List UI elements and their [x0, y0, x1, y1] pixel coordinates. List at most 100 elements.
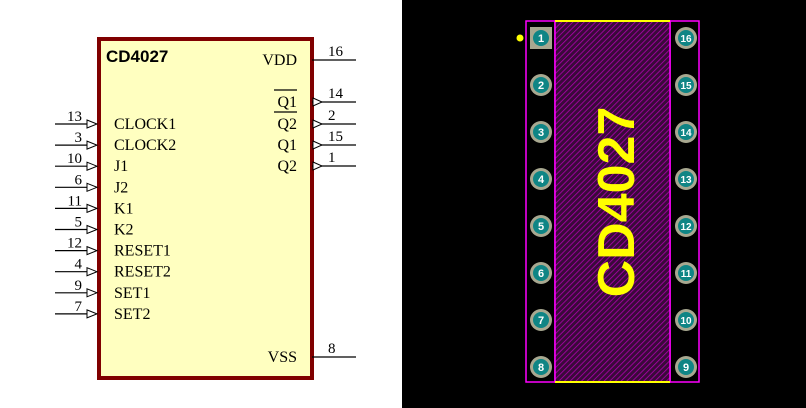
pad-hole: [533, 312, 549, 328]
pad-number: 2: [538, 80, 544, 92]
pad[interactable]: 4: [530, 168, 552, 190]
pad[interactable]: 1: [530, 27, 552, 49]
pad-number: 11: [681, 269, 692, 280]
pad[interactable]: 12: [675, 215, 697, 237]
pin-name: Q2: [277, 158, 297, 175]
part-name-label: CD4027: [106, 47, 168, 66]
input-arrow-icon: [86, 161, 99, 171]
pad-number: 7: [538, 315, 544, 327]
left-pin[interactable]: 6 J2: [55, 172, 128, 196]
pad-hole: [678, 171, 694, 187]
input-arrow-icon: [86, 245, 99, 256]
pad[interactable]: 13: [675, 168, 697, 190]
pin-number: 4: [75, 257, 83, 273]
left-pin[interactable]: 3 CLOCK2: [55, 130, 176, 154]
component-body[interactable]: [97, 37, 314, 380]
pin-name: SET1: [114, 285, 150, 302]
pad-hole: [533, 77, 549, 93]
pad-hole: [533, 218, 549, 234]
left-pin[interactable]: 9 SET1: [55, 278, 150, 302]
pin-name: SET2: [114, 306, 150, 323]
output-arrow-icon: [312, 140, 324, 150]
pad[interactable]: 10: [675, 309, 697, 331]
pad[interactable]: 5: [530, 215, 552, 237]
input-arrow-icon: [86, 288, 99, 298]
pin-name: VSS: [268, 349, 297, 366]
pin-number: 8: [328, 341, 336, 357]
pad-number: 1: [538, 33, 544, 45]
pad[interactable]: 8: [530, 356, 552, 378]
pad-hole: [533, 359, 549, 375]
pad-number: 8: [538, 362, 544, 374]
pin-number: 6: [75, 172, 83, 188]
pad[interactable]: 14: [675, 121, 697, 143]
pin-number: 11: [68, 193, 82, 209]
left-pin[interactable]: 5 K2: [55, 215, 134, 239]
pad[interactable]: 7: [530, 309, 552, 331]
pin-number: 9: [75, 278, 83, 294]
right-pin[interactable]: 2Q2: [274, 108, 356, 133]
pin-number: 3: [75, 130, 83, 146]
pad[interactable]: 16: [675, 27, 697, 49]
pad-hole: [533, 171, 549, 187]
pad[interactable]: 6: [530, 262, 552, 284]
pad-hole: [678, 77, 694, 93]
pin-number: 1: [328, 150, 336, 166]
pad-number: 9: [683, 362, 689, 374]
pad[interactable]: 2: [530, 74, 552, 96]
pin-number: 2: [328, 108, 336, 124]
pin-name: CLOCK2: [114, 137, 176, 154]
input-arrow-icon: [86, 266, 99, 277]
left-pin[interactable]: 11 K1: [55, 193, 134, 217]
pad-number: 3: [538, 127, 544, 139]
package-body[interactable]: [554, 20, 671, 383]
pin-number: 14: [328, 86, 344, 102]
pad-number: 13: [680, 175, 692, 186]
pad-hole: [678, 359, 694, 375]
pin-name: J2: [114, 179, 128, 196]
pad-number: 16: [680, 34, 692, 45]
pin-number: 5: [75, 215, 83, 231]
pad-hole: [533, 124, 549, 140]
output-arrow-icon: [312, 97, 324, 107]
pad[interactable]: 15: [675, 74, 697, 96]
pin-name: VDD: [262, 52, 297, 69]
footprint-label: CD4027: [588, 107, 646, 298]
pad[interactable]: 11: [675, 262, 697, 284]
pin1-marker-icon: [516, 34, 524, 42]
right-pin[interactable]: 1Q2: [277, 150, 356, 175]
pin-name: K2: [114, 222, 134, 239]
pin-number: 13: [67, 109, 82, 125]
pin-name: RESET1: [114, 243, 171, 260]
pad-number: 4: [538, 174, 545, 186]
pin-number: 15: [328, 129, 343, 145]
pin-name: J1: [114, 158, 128, 175]
pin-number: 16: [328, 44, 344, 60]
pad-hole: [533, 30, 549, 46]
pin-name: Q1: [277, 94, 297, 111]
pin-name: K1: [114, 200, 134, 217]
pad-hole: [533, 265, 549, 281]
pad[interactable]: 3: [530, 121, 552, 143]
input-arrow-icon: [86, 140, 99, 150]
pin-name: Q1: [277, 137, 297, 154]
pad-hole: [678, 124, 694, 140]
pad-number: 15: [680, 81, 692, 92]
pad[interactable]: 9: [675, 356, 697, 378]
